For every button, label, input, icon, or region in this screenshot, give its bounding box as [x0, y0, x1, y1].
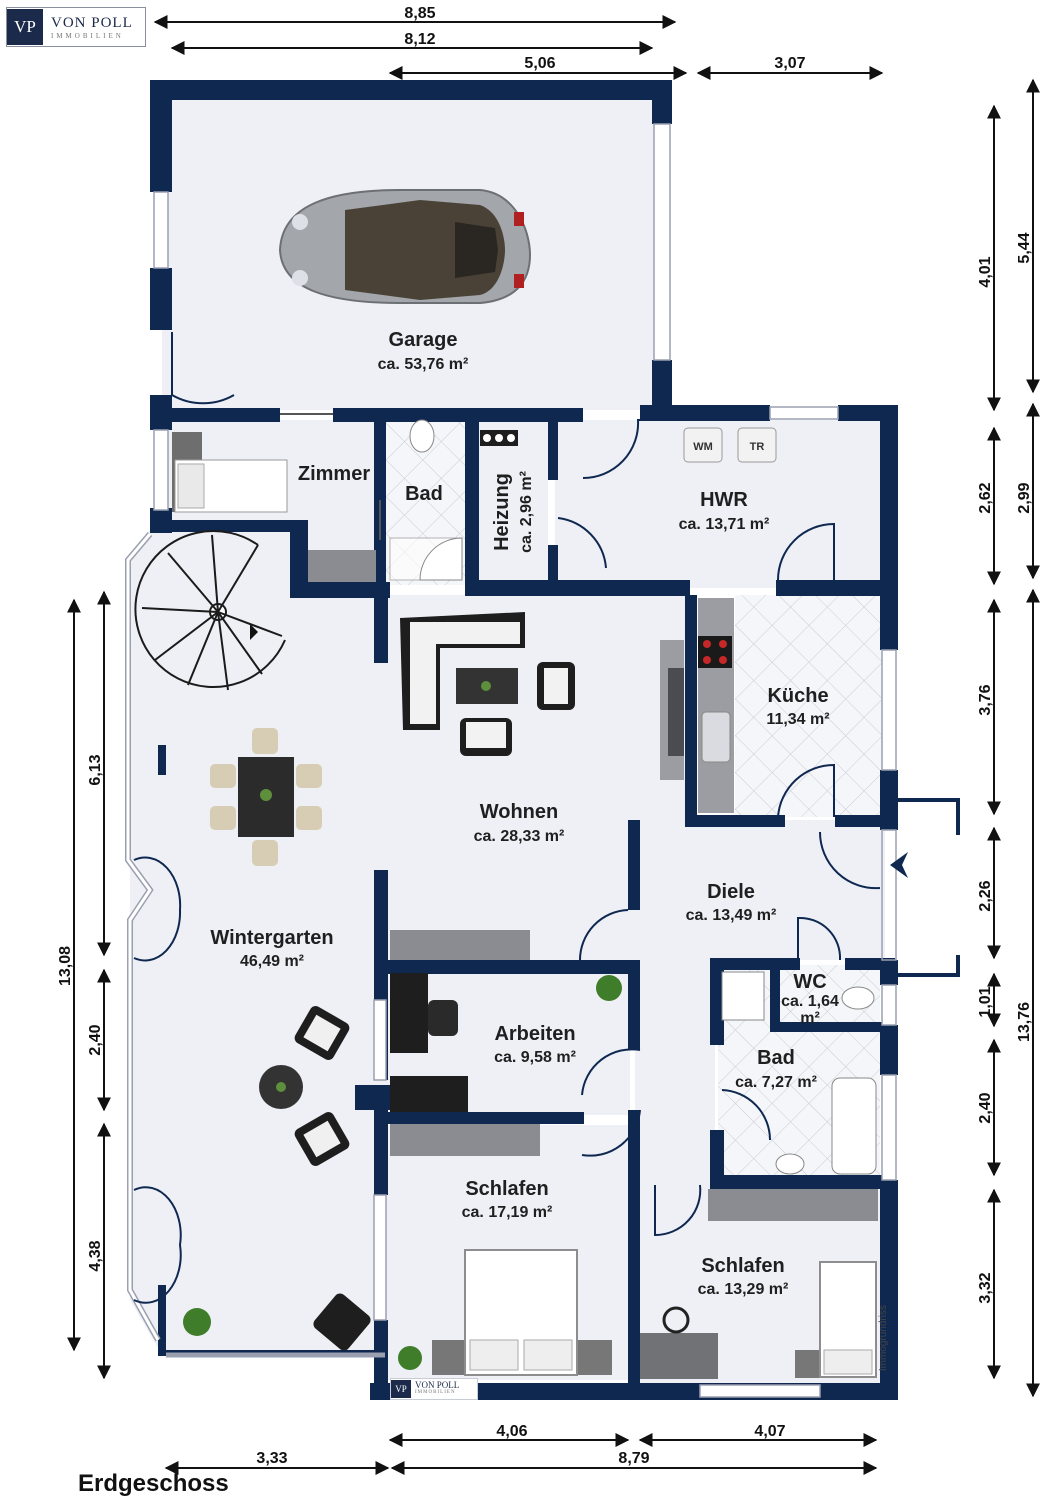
room-labels: Garage ca. 53,76 m² Zimmer Bad Heizung c… — [210, 329, 839, 1298]
dim-right-inner-1: 2,62 — [977, 482, 994, 513]
room-bad-area: ca. 7,27 m² — [735, 1074, 817, 1091]
room-diele-name: Diele — [707, 881, 755, 903]
room-wohnen-area: ca. 28,33 m² — [474, 828, 565, 845]
dryer-label: TR — [750, 441, 765, 453]
sanitary — [389, 419, 877, 1175]
sofa — [400, 612, 575, 756]
cabinets — [308, 550, 878, 1221]
dim-right-inner-5: 2,40 — [977, 1092, 994, 1123]
room-bad-name: Bad — [757, 1047, 795, 1069]
dim-top-right: 3,07 — [774, 55, 805, 72]
floor-heizung — [478, 420, 548, 585]
floor-title: Erdgeschoss — [78, 1470, 229, 1497]
dim-top-garage: 5,06 — [524, 55, 555, 72]
dryer-icon: TR — [737, 427, 777, 463]
dim-right-inner-0: 4,01 — [977, 256, 994, 287]
room-schlafen2-area: ca. 13,29 m² — [698, 1281, 789, 1298]
lounge-chairs — [259, 1006, 371, 1351]
kitchen-fixtures — [668, 636, 732, 763]
windows — [125, 123, 897, 1398]
logo-small-mark: VP — [391, 1380, 411, 1398]
entrance-arrow-icon — [890, 852, 908, 878]
room-kueche-area: 11,34 m² — [766, 711, 829, 728]
logo-name: VON POLL — [51, 14, 133, 31]
dim-bottom-lower-0: 3,33 — [256, 1450, 287, 1467]
room-schlafen2-name: Schlafen — [701, 1255, 784, 1277]
room-diele-area: ca. 13,49 m² — [686, 907, 777, 924]
washer-label: WM — [693, 441, 713, 453]
dim-right-inner-4: 1,01 — [977, 986, 994, 1017]
dim-top-inner: 8,12 — [404, 31, 435, 48]
dim-right-inner-2: 3,76 — [977, 684, 994, 715]
room-hwr-name: HWR — [700, 489, 748, 511]
dim-left-inner-0: 6,13 — [87, 754, 104, 785]
room-schlafen1-name: Schlafen — [465, 1178, 548, 1200]
dim-bottom-upper-1: 4,07 — [754, 1423, 785, 1440]
dim-right-outer-0: 5,44 — [1016, 232, 1033, 263]
room-garage-area: ca. 53,76 m² — [378, 356, 469, 373]
bed-zimmer — [172, 432, 288, 513]
room-heizung-name: Heizung — [491, 473, 513, 551]
logo-small-sub: IMMOBILIEN — [415, 1390, 456, 1395]
brand-logo: VP VON POLL IMMOBILIEN — [6, 7, 146, 47]
logo-sub: IMMOBILIEN — [51, 31, 124, 40]
floor-diele-lower — [635, 955, 715, 1185]
room-arbeiten-name: Arbeiten — [494, 1023, 575, 1045]
dimension-lines — [67, 15, 1040, 1475]
logo-small-name: VON POLL — [415, 1380, 460, 1390]
room-zimmer-name: Zimmer — [298, 463, 370, 485]
room-wc-name: WC — [793, 971, 826, 993]
heating-fixtures — [480, 430, 518, 446]
plants — [183, 975, 622, 1370]
floor-kueche — [735, 595, 883, 817]
floor-diele — [635, 820, 885, 960]
dim-left-inner-1: 2,40 — [87, 1024, 104, 1055]
dining-table — [210, 728, 322, 866]
brand-logo-small: VP VON POLL IMMOBILIEN — [390, 1378, 478, 1400]
dim-right-outer-1: 2,99 — [1016, 482, 1033, 513]
dim-left-inner-2: 4,38 — [87, 1240, 104, 1271]
dim-right-outer-2: 13,76 — [1016, 1002, 1033, 1042]
plan-credit: Immogrundriss — [878, 1305, 889, 1372]
doors — [133, 332, 881, 1304]
room-kueche-name: Küche — [767, 685, 828, 707]
dim-right-inner-6: 3,32 — [977, 1272, 994, 1303]
room-schlafen1-area: ca. 17,19 m² — [462, 1204, 553, 1221]
dim-right-inner-3: 2,26 — [977, 880, 994, 911]
dim-bottom-lower-1: 8,79 — [618, 1450, 649, 1467]
dim-bottom-upper-0: 4,06 — [496, 1423, 527, 1440]
room-wintergarten-name: Wintergarten — [210, 927, 333, 949]
dimension-labels: 8,85 8,12 5,06 3,07 4,01 2,62 3,76 2,26 … — [57, 5, 1033, 1467]
room-heizung-area: ca. 2,96 m² — [518, 471, 535, 553]
car-icon — [278, 189, 532, 304]
entrance-canopy — [898, 798, 960, 977]
room-wintergarten-area: 46,49 m² — [240, 953, 304, 970]
bed-schlafen1 — [432, 1249, 612, 1376]
bed-schlafen2 — [795, 1261, 877, 1378]
dim-left-outer: 13,08 — [57, 946, 74, 986]
room-bad-top-name: Bad — [405, 483, 443, 505]
room-hwr-area: ca. 13,71 m² — [679, 516, 770, 533]
room-garage-name: Garage — [389, 329, 458, 351]
room-wohnen-name: Wohnen — [480, 801, 559, 823]
logo-mark: VP — [7, 9, 43, 45]
room-wc-area-2: m² — [800, 1010, 820, 1027]
room-wc-area-1: ca. 1,64 — [781, 993, 839, 1010]
washer-icon: WM — [683, 427, 723, 463]
dim-top-total: 8,85 — [404, 5, 435, 22]
room-arbeiten-area: ca. 9,58 m² — [494, 1049, 576, 1066]
spiral-staircase — [134, 530, 286, 691]
floors — [130, 92, 887, 1385]
desk — [390, 973, 718, 1379]
